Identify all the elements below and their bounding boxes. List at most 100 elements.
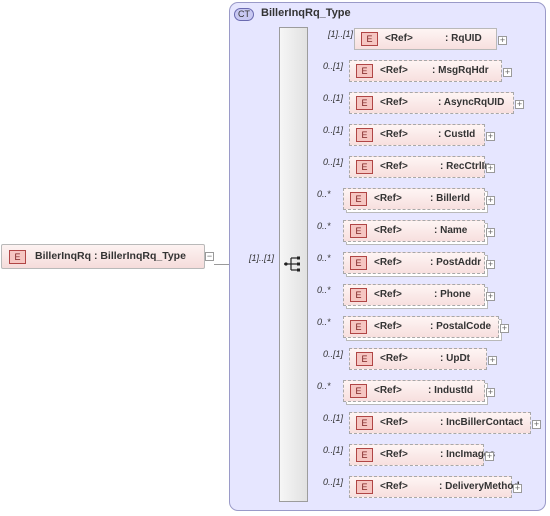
child-cardinality: [1]..[1]: [328, 29, 354, 39]
ref-label: <Ref>: [380, 449, 408, 460]
element-badge: E: [356, 448, 373, 462]
element-badge: E: [356, 160, 373, 174]
element-badge: E: [350, 192, 367, 206]
expand-button[interactable]: +: [500, 323, 509, 333]
ref-label: <Ref>: [380, 417, 408, 428]
child-element[interactable]: E <Ref> : IncImages: [349, 444, 495, 466]
child-cardinality: 0..*: [317, 189, 331, 199]
ref-label: <Ref>: [374, 385, 402, 396]
expand-button[interactable]: +: [515, 99, 524, 109]
element-name: : RqUID: [445, 33, 482, 44]
child-cardinality: 0..*: [317, 253, 331, 263]
child-element[interactable]: E <Ref> : BillerId: [343, 188, 485, 210]
child-cardinality: 0..[1]: [323, 157, 344, 167]
ref-label: <Ref>: [385, 33, 413, 44]
expand-button[interactable]: +: [498, 35, 507, 45]
root-type: : BillerInqRq_Type: [93, 250, 186, 262]
child-cardinality: 0..*: [317, 221, 331, 231]
element-name: : MsgRqHdr: [432, 65, 489, 76]
collapse-button[interactable]: −: [205, 251, 214, 261]
element-name: : IndustId: [428, 385, 473, 396]
element-badge: E: [350, 320, 367, 334]
expand-button[interactable]: +: [486, 163, 495, 173]
element-badge: E: [350, 256, 367, 270]
complex-type-title: BillerInqRq_Type: [261, 7, 351, 19]
ref-label: <Ref>: [380, 481, 408, 492]
child-cardinality: 0..*: [317, 381, 331, 391]
child-element[interactable]: E <Ref> : Phone: [343, 284, 485, 306]
element-badge: E: [350, 384, 367, 398]
element-badge: E: [356, 96, 373, 110]
ref-label: <Ref>: [380, 97, 408, 108]
ref-label: <Ref>: [374, 257, 402, 268]
element-badge: E: [356, 128, 373, 142]
child-element[interactable]: E <Ref> : PostAddr: [343, 252, 485, 274]
element-name: : IncImages: [440, 449, 496, 460]
child-element[interactable]: E <Ref> : IncBillerContact: [349, 412, 531, 434]
ref-label: <Ref>: [374, 225, 402, 236]
element-badge: E: [356, 352, 373, 366]
child-element[interactable]: E <Ref> : CustId: [349, 124, 485, 146]
ref-label: <Ref>: [380, 65, 408, 76]
element-name: : AsyncRqUID: [438, 97, 505, 108]
child-cardinality: 0..*: [317, 317, 331, 327]
child-element[interactable]: E <Ref> : RqUID: [354, 28, 497, 50]
child-element[interactable]: E <Ref> : RecCtrlIn: [349, 156, 491, 178]
child-element[interactable]: E <Ref> : MsgRqHdr: [349, 60, 502, 82]
expand-button[interactable]: +: [488, 355, 497, 365]
element-badge: E: [356, 480, 373, 494]
child-cardinality: 0..[1]: [323, 349, 344, 359]
element-name: : Phone: [434, 289, 471, 300]
element-name: : Name: [434, 225, 468, 236]
ref-label: <Ref>: [374, 289, 402, 300]
ref-label: <Ref>: [380, 353, 408, 364]
expand-button[interactable]: +: [486, 195, 495, 205]
element-badge: E: [361, 32, 378, 46]
child-element[interactable]: E <Ref> : Name: [343, 220, 485, 242]
ref-label: <Ref>: [374, 321, 402, 332]
child-element[interactable]: E <Ref> : PostalCode: [343, 316, 499, 338]
expand-button[interactable]: +: [486, 227, 495, 237]
root-element-name: BillerInqRq : BillerInqRq_Type: [35, 250, 186, 262]
element-name: : BillerId: [430, 193, 471, 204]
ref-label: <Ref>: [380, 161, 408, 172]
child-cardinality: 0..[1]: [323, 445, 344, 455]
element-name: : UpDt: [440, 353, 470, 364]
element-name: : PostalCode: [430, 321, 492, 332]
sequence-compositor-icon: [284, 256, 300, 272]
root-element-billerinqrq[interactable]: E BillerInqRq : BillerInqRq_Type: [1, 244, 205, 269]
expand-button[interactable]: +: [503, 67, 512, 77]
element-badge: E: [350, 224, 367, 238]
root-name: BillerInqRq: [35, 250, 92, 262]
element-name: : CustId: [438, 129, 476, 140]
element-name: : RecCtrlIn: [440, 161, 491, 172]
element-name: : DeliveryMethod: [439, 481, 520, 492]
expand-button[interactable]: +: [486, 291, 495, 301]
child-cardinality: 0..[1]: [323, 93, 344, 103]
complex-type-badge: CT: [234, 8, 254, 21]
child-element[interactable]: E <Ref> : IndustId: [343, 380, 485, 402]
element-badge: E: [350, 288, 367, 302]
child-cardinality: 0..[1]: [323, 477, 344, 487]
child-cardinality: 0..[1]: [323, 413, 344, 423]
child-cardinality: 0..*: [317, 285, 331, 295]
ref-label: <Ref>: [380, 129, 408, 140]
element-name: : PostAddr: [430, 257, 482, 268]
child-element[interactable]: E <Ref> : UpDt: [349, 348, 487, 370]
child-element[interactable]: E <Ref> : DeliveryMethod: [349, 476, 520, 498]
root-cardinality: [1]..[1]: [249, 253, 275, 263]
expand-button[interactable]: +: [513, 483, 522, 493]
child-cardinality: 0..[1]: [323, 61, 344, 71]
child-element[interactable]: E <Ref> : AsyncRqUID: [349, 92, 514, 114]
expand-button[interactable]: +: [486, 259, 495, 269]
expand-button[interactable]: +: [486, 387, 495, 397]
expand-button[interactable]: +: [532, 419, 541, 429]
element-badge: E: [356, 64, 373, 78]
element-badge: E: [356, 416, 373, 430]
expand-button[interactable]: +: [486, 131, 495, 141]
element-name: : IncBillerContact: [440, 417, 523, 428]
child-cardinality: 0..[1]: [323, 125, 344, 135]
expand-button[interactable]: +: [485, 451, 494, 461]
ref-label: <Ref>: [374, 193, 402, 204]
element-badge: E: [9, 250, 26, 264]
